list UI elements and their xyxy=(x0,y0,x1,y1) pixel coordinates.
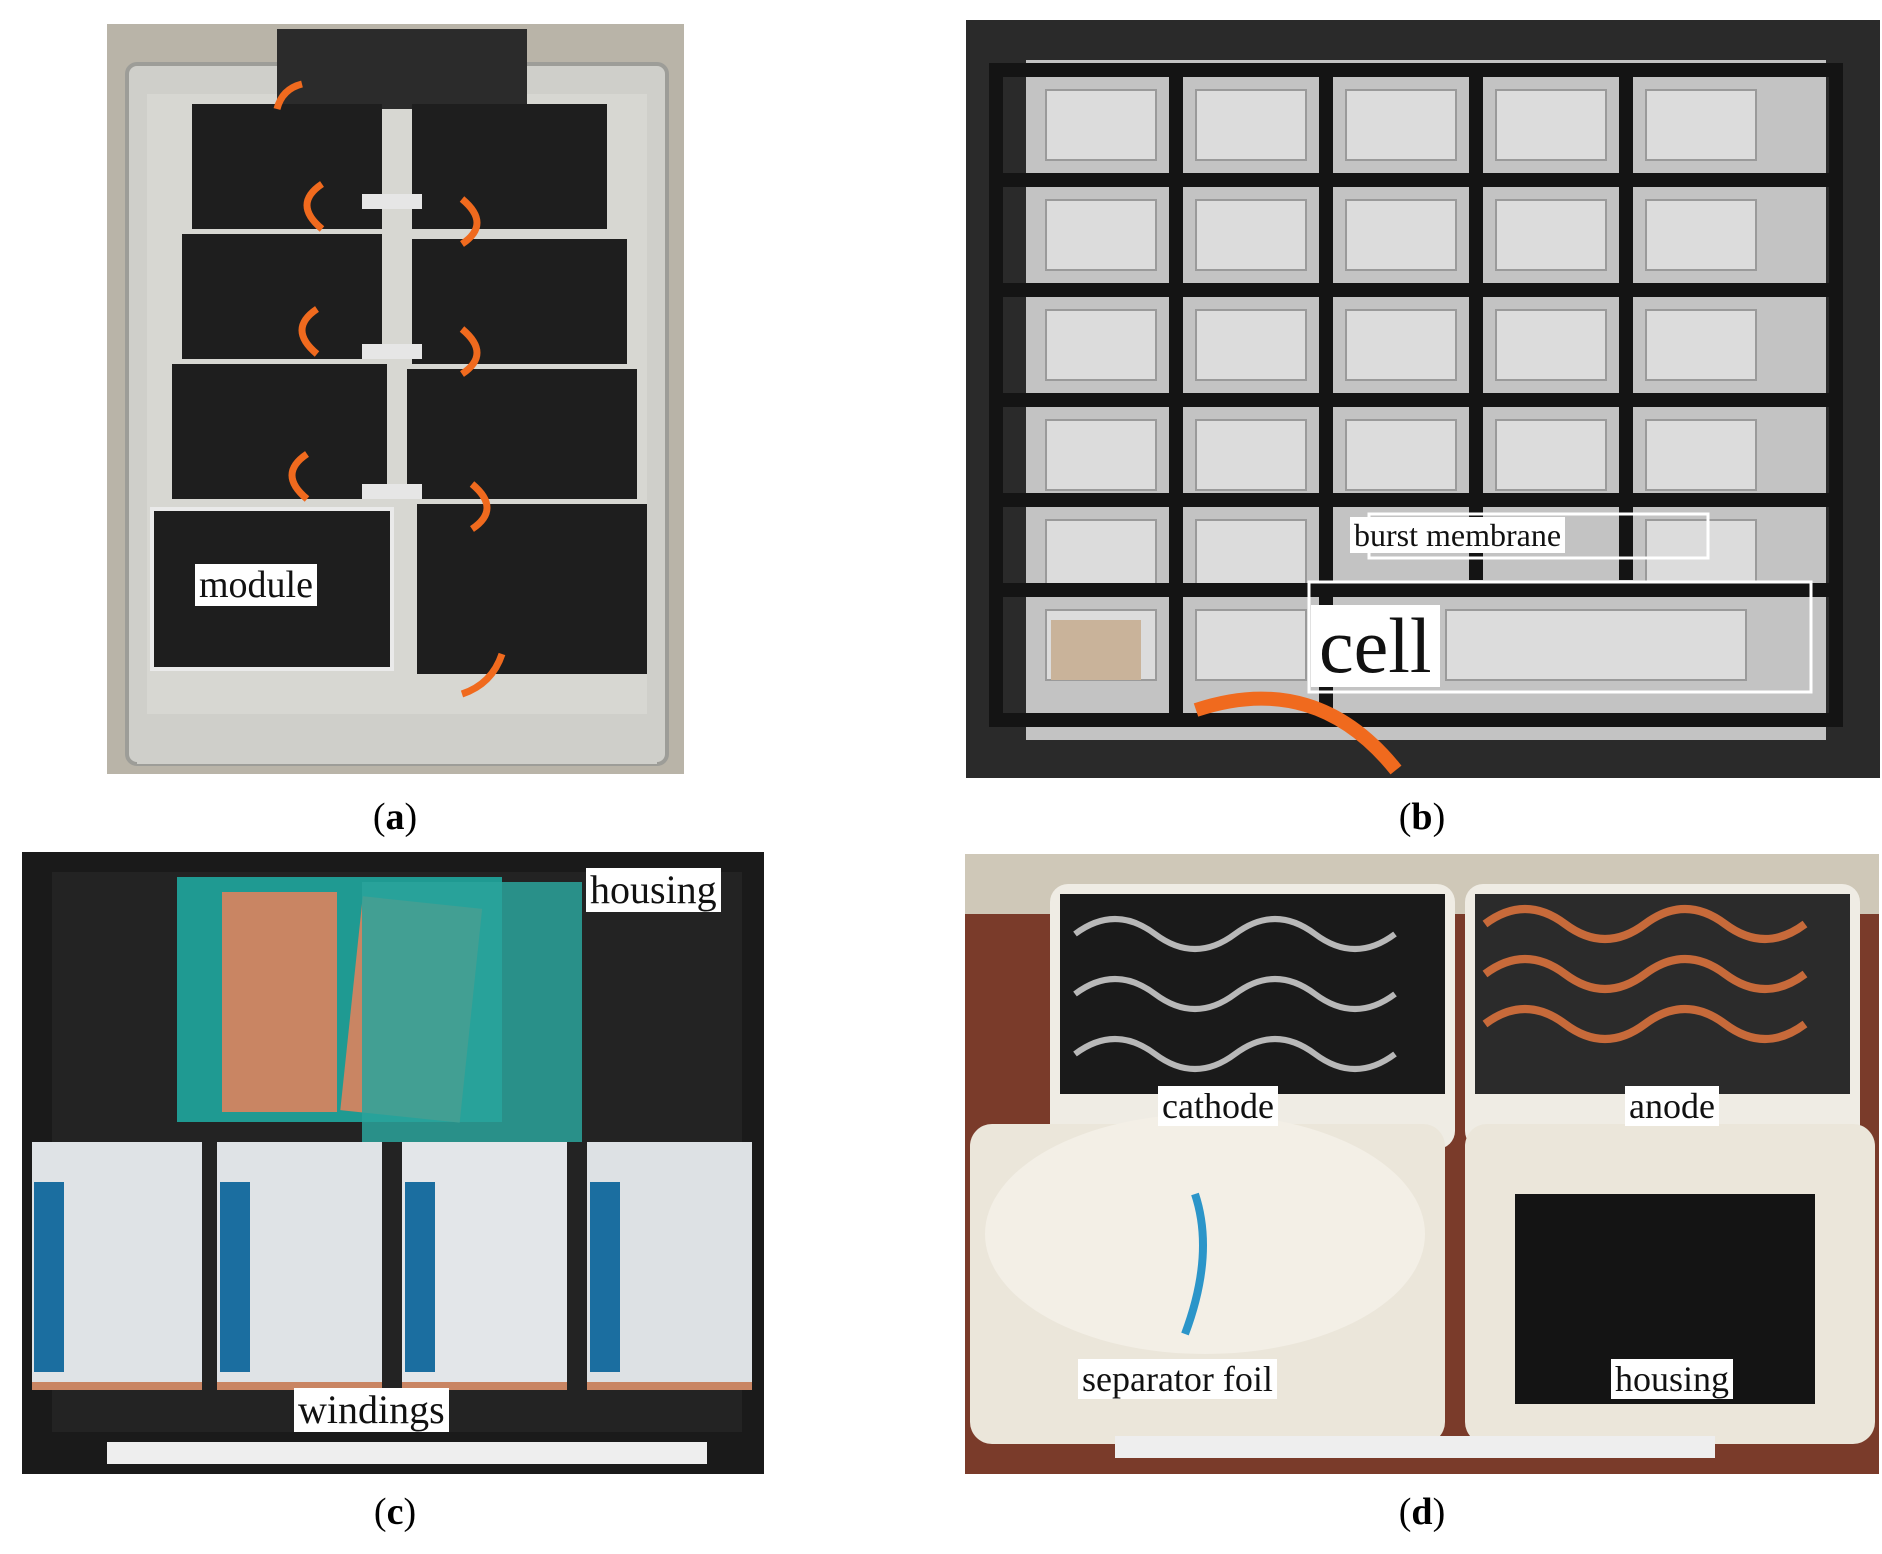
caption-d: (d) xyxy=(1398,1491,1446,1533)
caption-c-letter: c xyxy=(386,1491,404,1533)
photo-panel-a: module xyxy=(107,24,684,774)
caption-b: (b) xyxy=(1398,796,1446,838)
photo-panel-d: cathode anode separator foil housing xyxy=(965,854,1879,1474)
caption-a: (a) xyxy=(372,796,418,838)
label-cathode: cathode xyxy=(1158,1086,1278,1126)
label-module: module xyxy=(195,564,317,606)
opened-cell-photo xyxy=(22,852,764,1474)
photo-panel-c: housing windings xyxy=(22,852,764,1474)
label-housing-d: housing xyxy=(1611,1359,1734,1399)
label-burst-membrane: burst membrane xyxy=(1350,517,1566,553)
label-housing-c: housing xyxy=(586,868,721,912)
caption-b-letter: b xyxy=(1411,796,1433,838)
caption-d-letter: d xyxy=(1411,1491,1433,1533)
photo-panel-b: burst membrane cell xyxy=(966,20,1880,778)
label-anode: anode xyxy=(1625,1086,1719,1126)
caption-c: (c) xyxy=(373,1491,417,1533)
label-cell: cell xyxy=(1311,605,1440,687)
label-windings: windings xyxy=(294,1388,449,1432)
label-separator-foil: separator foil xyxy=(1078,1359,1277,1399)
battery-pack-photo xyxy=(107,24,684,774)
caption-a-letter: a xyxy=(385,796,405,838)
